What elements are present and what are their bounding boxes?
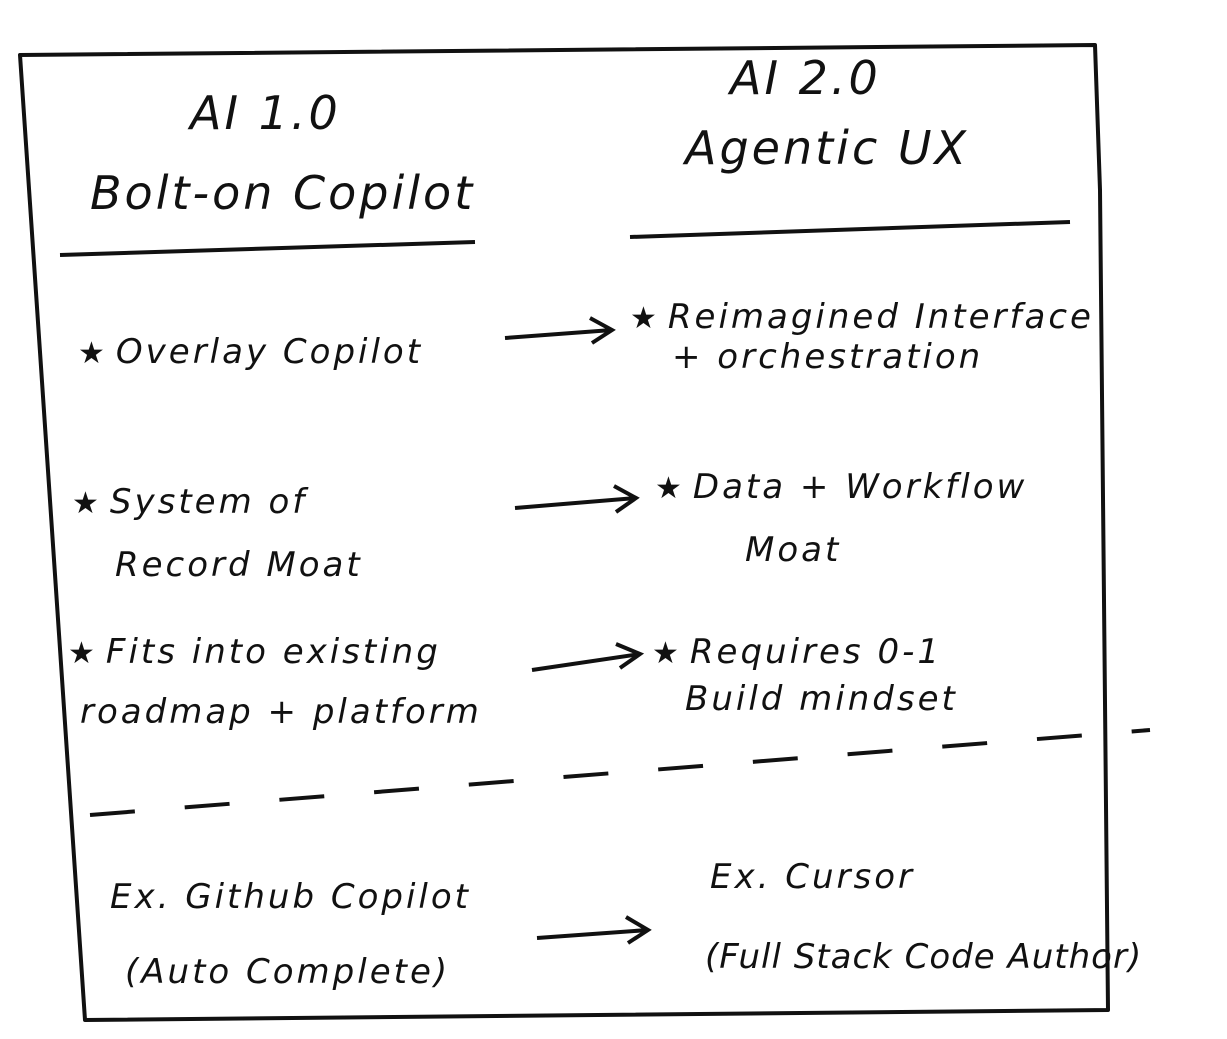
star-icon: ★ [68, 636, 98, 671]
left-header-underline [59, 240, 476, 257]
right-subtitle: Agentic UX [685, 121, 970, 175]
right-example-line-1: Ex. Cursor [710, 857, 915, 897]
outer-border [18, 43, 1110, 1022]
left-subtitle: Bolt-on Copilot [90, 166, 476, 220]
left-title: AI 1.0 [190, 86, 341, 140]
right-item-3-line-2: Build mindset [685, 679, 958, 719]
left-item-3-line-2: roadmap + platform [80, 692, 482, 732]
right-item-3: ★Requires 0-1 [652, 632, 942, 672]
left-example-line-1: Ex. Github Copilot [110, 877, 471, 917]
arrow-row-3 [531, 642, 645, 672]
left-example-line-2: (Auto Complete) [125, 952, 451, 992]
right-item-1-line-2: + orchestration [672, 337, 984, 377]
right-item-2: ★Data + Workflow [655, 467, 1028, 507]
dashed-divider [89, 728, 1151, 817]
star-icon: ★ [630, 301, 660, 336]
right-item-1: ★Reimagined Interface [630, 297, 1094, 337]
right-example-line-2: (Full Stack Code Author) [705, 937, 1143, 977]
left-item-2: ★System of [72, 482, 308, 522]
left-item-2-line-2: Record Moat [115, 545, 363, 585]
right-header-underline [629, 220, 1071, 239]
star-icon: ★ [72, 486, 102, 521]
left-item-3: ★Fits into existing [68, 632, 441, 672]
arrow-example [536, 915, 652, 945]
star-icon: ★ [652, 636, 682, 671]
right-item-2-line-2: Moat [745, 530, 842, 570]
star-icon: ★ [655, 471, 685, 506]
right-title: AI 2.0 [730, 51, 881, 105]
arrow-row-2 [514, 484, 640, 514]
star-icon: ★ [78, 336, 108, 371]
arrow-row-1 [504, 316, 616, 345]
left-item-1: ★Overlay Copilot [78, 332, 424, 372]
